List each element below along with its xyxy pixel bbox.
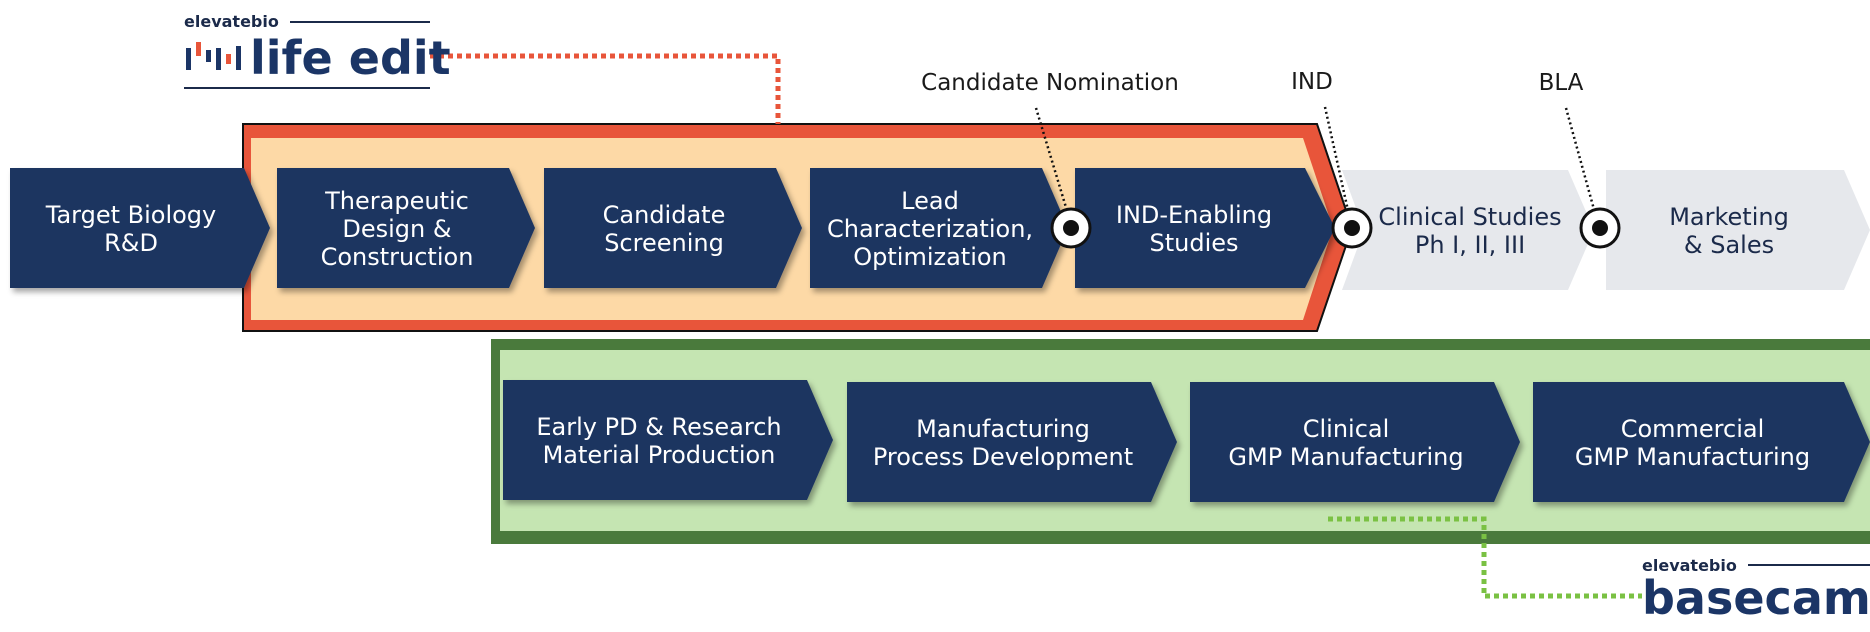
- top-stage-label-line: Clinical Studies: [1378, 203, 1561, 231]
- milestone-marker-dot: [1592, 220, 1608, 236]
- bottom-stage-label-line: GMP Manufacturing: [1575, 443, 1810, 471]
- top-stage-label-line: R&D: [104, 229, 158, 257]
- bottom-stage-label-line: GMP Manufacturing: [1228, 443, 1463, 471]
- top-stage-label-line: Therapeutic: [324, 187, 469, 215]
- top-stage-label-line: Optimization: [853, 243, 1007, 271]
- top-stage-label-line: Screening: [604, 229, 724, 257]
- bottom-stage-chevron: [1190, 382, 1520, 502]
- bottom-stage-chevron: [1533, 382, 1870, 502]
- milestone-label: IND: [1291, 69, 1333, 95]
- top-stage-chevron: [1075, 168, 1335, 288]
- bottom-stage-label-line: Clinical: [1303, 415, 1390, 443]
- bottom-stage-chevron: [503, 380, 833, 500]
- milestone-3: BLA: [1539, 70, 1621, 249]
- milestone-label: BLA: [1539, 70, 1584, 96]
- top-stage-label-line: Candidate: [603, 201, 726, 229]
- milestone-pointer: [1034, 107, 1073, 225]
- bottom-stage-label-line: Manufacturing: [916, 415, 1090, 443]
- life-edit-logo: elevatebio life edit: [184, 12, 451, 89]
- milestone-2: IND: [1291, 69, 1373, 249]
- milestone-marker-dot: [1063, 220, 1079, 236]
- milestone-1: Candidate Nomination: [921, 70, 1179, 249]
- top-stage-7: Marketing& Sales: [1606, 170, 1870, 290]
- top-stage-label-line: Studies: [1149, 229, 1238, 257]
- top-stage-label-line: Construction: [321, 243, 474, 271]
- top-stage-chevron: [810, 168, 1068, 288]
- top-stage-label-line: Lead: [901, 187, 959, 215]
- life-edit-connector: [430, 53, 781, 124]
- top-stage-label-line: & Sales: [1684, 231, 1774, 259]
- top-stage-chevron: [277, 168, 535, 288]
- milestone-label: Candidate Nomination: [921, 70, 1179, 96]
- basecamp-logo-wordmark: basecamp: [1642, 571, 1870, 625]
- bottom-stage-chevron: [847, 382, 1177, 502]
- milestone-pointer: [1564, 107, 1600, 225]
- milestone-marker-dot: [1344, 220, 1360, 236]
- bottom-stage-label-line: Material Production: [543, 441, 776, 469]
- basecamp-logo: elevatebio basecamp: [1642, 556, 1870, 625]
- bottom-stage-label-line: Commercial: [1621, 415, 1765, 443]
- bottom-stage-label-line: Process Development: [873, 443, 1133, 471]
- top-stage-chevron: [10, 168, 270, 288]
- top-stage-label-line: Characterization,: [827, 215, 1033, 243]
- basecamp-parent-brand: elevatebio: [1642, 556, 1737, 575]
- top-stage-label-line: Ph I, II, III: [1415, 231, 1525, 259]
- milestone-layer: Candidate Nomination IND BLA: [921, 69, 1621, 249]
- top-stage-chevron: [1606, 170, 1870, 290]
- life-edit-bars-icon: [186, 42, 241, 70]
- life-edit-parent-brand: elevatebio: [184, 12, 279, 31]
- top-stage-chevron: [544, 168, 802, 288]
- bottom-stage-label-line: Early PD & Research: [536, 413, 781, 441]
- top-stage-label-line: Marketing: [1669, 203, 1789, 231]
- top-stage-label-line: IND-Enabling: [1116, 201, 1272, 229]
- top-stage-label-line: Target Biology: [45, 201, 216, 229]
- top-stage-label-line: Design &: [342, 215, 451, 243]
- top-stage-chevron: [1342, 170, 1594, 290]
- life-edit-logo-wordmark: life edit: [250, 31, 451, 85]
